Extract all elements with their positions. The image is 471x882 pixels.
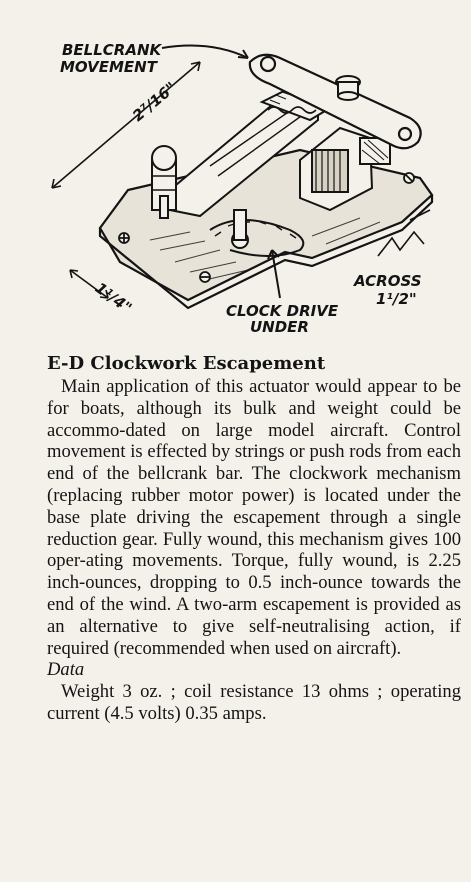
bellcrank-bar — [248, 53, 422, 150]
pivot-post — [151, 145, 177, 219]
width-dimension-label: 1¹/4" — [92, 279, 136, 318]
coil-housing — [299, 126, 391, 212]
terminal-post — [335, 75, 361, 101]
base-hatching — [149, 217, 381, 281]
mounting-screws — [118, 172, 415, 283]
bellcrank-label-line1: BELLCRANK — [62, 41, 163, 59]
leader-arrows — [161, 44, 281, 299]
article: E-D Clockwork Escapement Main applicatio… — [47, 352, 461, 725]
data-specs: Weight 3 oz. ; coil resistance 13 ohms ;… — [47, 681, 461, 725]
across-label-line2: 1¹/2" — [376, 290, 417, 308]
clock-drive-label-line1: CLOCK DRIVE — [226, 302, 339, 320]
bellcrank-label-line2: MOVEMENT — [60, 58, 159, 76]
article-heading: E-D Clockwork Escapement — [47, 353, 326, 374]
clock-drive-label-line2: UNDER — [250, 318, 309, 336]
article-body: Main application of this actuator would … — [47, 376, 461, 659]
across-label-line1: ACROSS — [353, 272, 422, 290]
escapement-wheel — [209, 209, 305, 257]
escapement-illustration: BELLCRANK MOVEMENT 2⁷/16" 1¹/4" ACROSS 1… — [51, 41, 434, 336]
data-heading: Data — [47, 659, 85, 681]
spring — [267, 106, 317, 114]
dimension-lines — [51, 61, 431, 299]
length-dimension-label: 2⁷/16" — [129, 78, 180, 125]
